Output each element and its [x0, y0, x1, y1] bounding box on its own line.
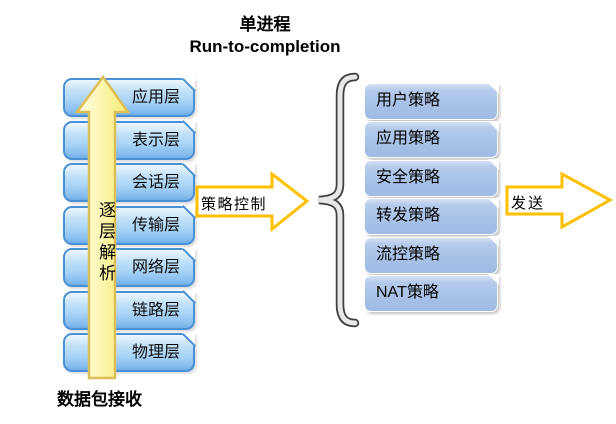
policy-label: 用户策略 [376, 92, 441, 109]
policy-label: 转发策略 [376, 207, 441, 225]
layer-box-physical: 物理层 [63, 333, 195, 372]
up-arrow-label: 逐层解析 [96, 201, 115, 285]
policy-label: 应用策略 [376, 130, 441, 148]
layer-label: 网络层 [131, 259, 180, 276]
policy-label: NAT策略 [376, 283, 439, 301]
policy-box-security: 安全策略 [364, 159, 499, 197]
layer-box-link: 链路层 [63, 290, 195, 330]
layer-label: 表示层 [131, 131, 180, 149]
diagram-title: 单进程 Run-to-completion [115, 14, 415, 58]
layer-box-session: 会话层 [63, 163, 195, 202]
policy-box-nat: NAT策略 [364, 274, 499, 312]
layer-label: 应用层 [131, 89, 180, 106]
policy-box-user: 用户策略 [364, 82, 499, 120]
title-line-chinese: 单进程 [239, 15, 291, 34]
policy-label: 流控策略 [376, 245, 441, 263]
policy-label: 安全策略 [376, 168, 441, 186]
layer-box-application: 应用层 [63, 78, 195, 117]
policy-arrow-label: 策略控制 [201, 196, 268, 213]
layer-box-transport: 传输层 [63, 205, 195, 245]
policy-box-forwarding: 转发策略 [364, 197, 499, 236]
policy-box-application: 应用策略 [364, 120, 499, 159]
title-line-english: Run-to-completion [189, 37, 341, 56]
policy-stack: 用户策略 应用策略 安全策略 转发策略 流控策略 NAT策略 [364, 82, 499, 312]
packet-receive-label: 数据包接收 [57, 390, 142, 409]
osi-layer-stack: 应用层 表示层 会话层 传输层 网络层 链路层 物理层 [63, 78, 195, 372]
layer-box-presentation: 表示层 [63, 120, 195, 160]
layer-label: 会话层 [131, 174, 180, 191]
layer-label: 物理层 [131, 344, 180, 361]
layer-box-network: 网络层 [63, 248, 195, 287]
layer-label: 链路层 [131, 301, 180, 319]
policy-box-flow-control: 流控策略 [364, 236, 499, 274]
brace-shape [318, 72, 360, 328]
send-arrow-label: 发送 [511, 195, 546, 212]
layer-label: 传输层 [131, 216, 180, 234]
